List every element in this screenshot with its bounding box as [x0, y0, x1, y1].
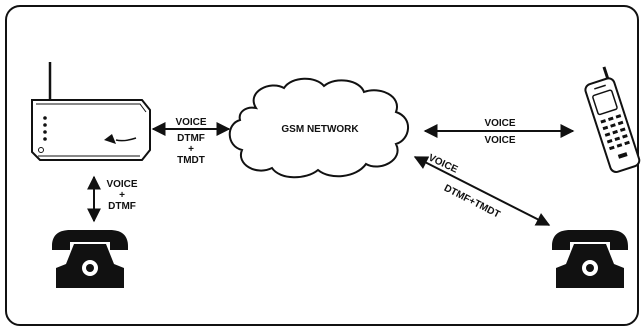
gateway-link-voice: VOICE [175, 117, 207, 128]
gateway-link-plus: + [188, 144, 194, 155]
gateway-link-dtmf: DTMF [177, 133, 205, 144]
network-deskphone-arrow [413, 156, 551, 226]
network-label: GSM NETWORK [281, 124, 359, 135]
desk-phone-icon [552, 230, 628, 288]
desk-phone-icon [52, 230, 128, 288]
gateway-link-tmdt: TMDT [177, 155, 205, 166]
mobile-link-voice-bottom: VOICE [484, 135, 516, 146]
phone-link-plus: + [119, 190, 125, 201]
phone-link-voice: VOICE [106, 179, 138, 190]
mobile-phone-icon [584, 66, 641, 173]
gsm-gateway-icon [31, 62, 151, 161]
phone-link-dtmf: DTMF [108, 201, 136, 212]
gsm-cloud-icon [228, 77, 409, 179]
mobile-link-voice-top: VOICE [484, 118, 516, 129]
